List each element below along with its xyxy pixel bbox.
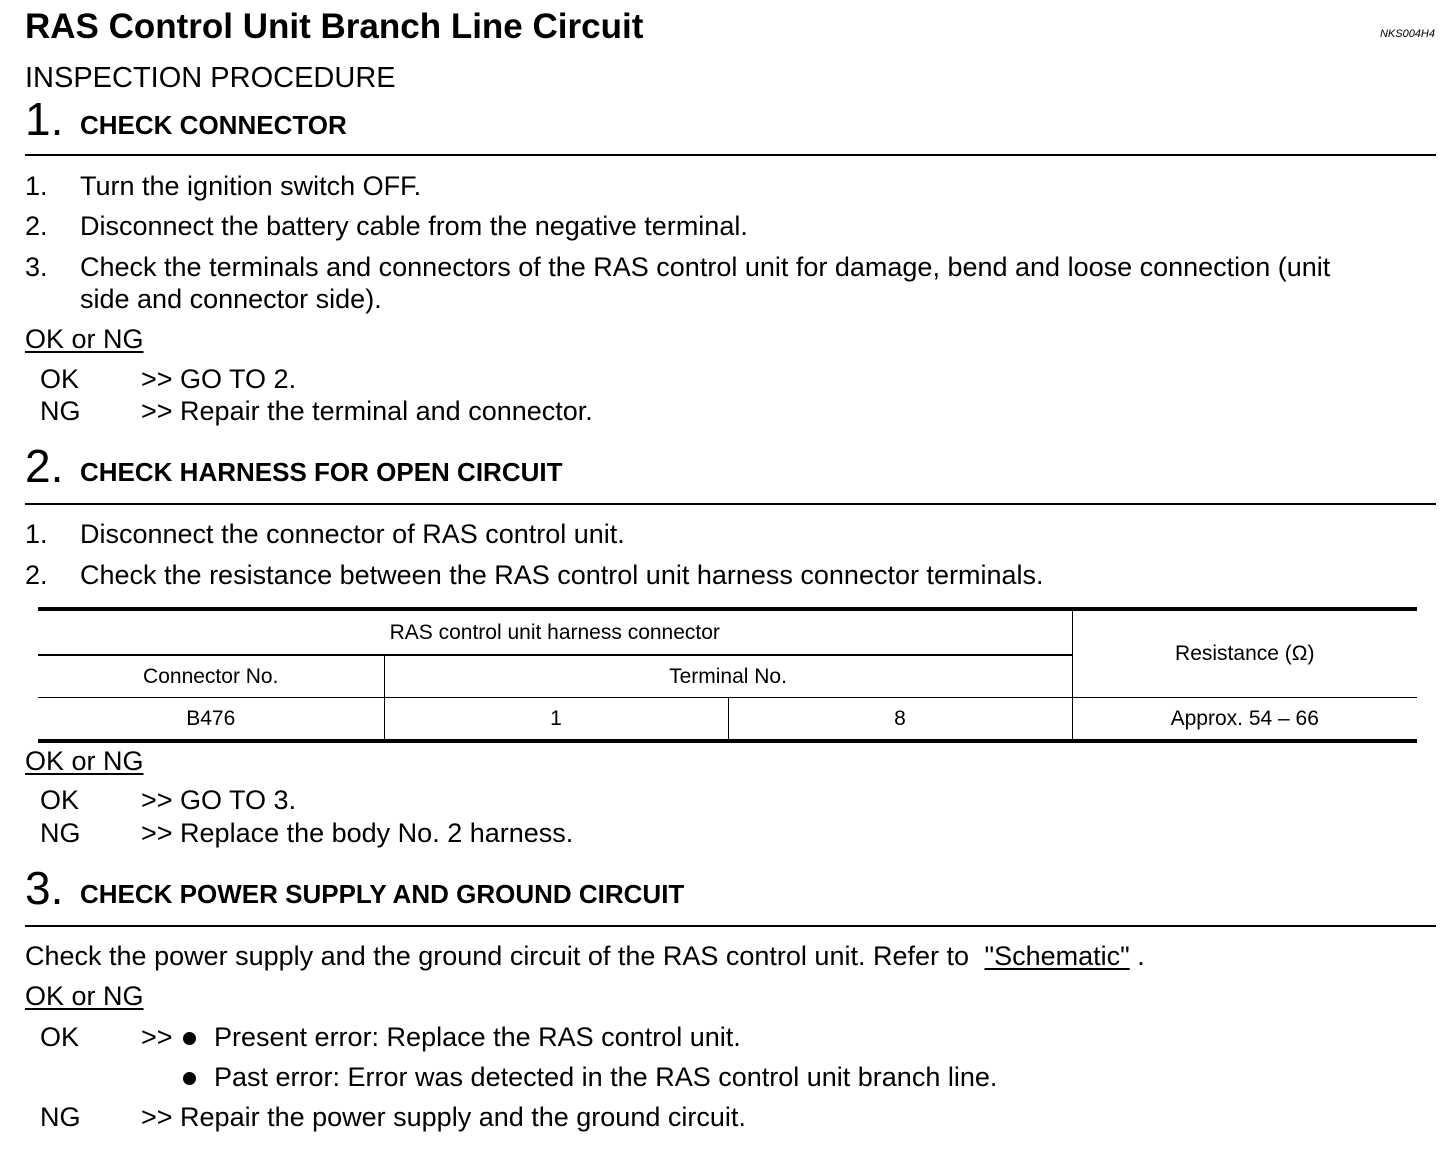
step-heading: CHECK POWER SUPPLY AND GROUND CIRCUIT bbox=[80, 879, 685, 909]
resistance-table: RAS control unit harness connector Resis… bbox=[38, 607, 1417, 743]
step-heading: CHECK CONNECTOR bbox=[80, 110, 347, 140]
ng-action: >> Repair the power supply and the groun… bbox=[141, 1102, 746, 1132]
bullet-text: Past error: Error was detected in the RA… bbox=[214, 1062, 998, 1092]
ng-action: >> Replace the body No. 2 harness. bbox=[141, 818, 574, 848]
bullet-item: Present error: Replace the RAS control u… bbox=[183, 1021, 741, 1053]
table-row: B476 1 8 Approx. 54 – 66 bbox=[38, 697, 1417, 742]
ok-prefix: >> bbox=[141, 1022, 173, 1052]
connector-cell: B476 bbox=[38, 697, 385, 742]
instruction-end: . bbox=[1129, 941, 1145, 971]
ng-label: NG bbox=[40, 396, 81, 426]
ok-or-ng-label: OK or NG bbox=[25, 981, 144, 1011]
ng-action: >> Repair the terminal and connector. bbox=[141, 396, 593, 426]
ok-action: >> GO TO 3. bbox=[141, 785, 297, 815]
list-item: Check the terminals and connectors of th… bbox=[80, 252, 1331, 282]
ok-label: OK bbox=[40, 364, 80, 394]
list-item: Disconnect the battery cable from the ne… bbox=[80, 211, 748, 241]
list-number: 1. bbox=[25, 171, 48, 201]
ok-or-ng-label: OK or NG bbox=[25, 324, 144, 354]
ok-or-ng-label: OK or NG bbox=[25, 746, 144, 776]
step-number: 1. bbox=[25, 93, 64, 145]
list-number: 1. bbox=[25, 519, 48, 549]
ng-label: NG bbox=[40, 1102, 81, 1132]
list-item-continued: side and connector side). bbox=[80, 284, 382, 314]
bullet-item: Past error: Error was detected in the RA… bbox=[183, 1061, 997, 1093]
list-item: Disconnect the connector of RAS control … bbox=[80, 519, 625, 549]
bullet-text: Present error: Replace the RAS control u… bbox=[214, 1022, 741, 1052]
step-number: 3. bbox=[25, 862, 64, 914]
instruction-body: Check the power supply and the ground ci… bbox=[25, 941, 977, 971]
page-title: RAS Control Unit Branch Line Circuit bbox=[25, 7, 644, 46]
list-item: Turn the ignition switch OFF. bbox=[80, 171, 422, 201]
terminal-header: Terminal No. bbox=[383, 654, 1072, 698]
step-heading: CHECK HARNESS FOR OPEN CIRCUIT bbox=[80, 457, 563, 487]
divider bbox=[25, 154, 1436, 156]
terminal-cell: 8 bbox=[727, 697, 1073, 742]
document-code: NKS004H4 bbox=[1379, 28, 1435, 40]
ng-label: NG bbox=[40, 818, 81, 848]
list-number: 2. bbox=[25, 211, 48, 241]
ok-action: >> GO TO 2. bbox=[141, 364, 297, 394]
ok-label: OK bbox=[40, 785, 80, 815]
divider bbox=[25, 503, 1436, 505]
group-header: RAS control unit harness connector bbox=[38, 608, 1073, 656]
section-subtitle: INSPECTION PROCEDURE bbox=[25, 62, 396, 94]
list-item: Check the resistance between the RAS con… bbox=[80, 560, 1044, 590]
resistance-cell: Approx. 54 – 66 bbox=[1071, 697, 1417, 742]
divider bbox=[25, 925, 1436, 927]
terminal-cell: 1 bbox=[383, 697, 729, 742]
list-number: 2. bbox=[25, 560, 48, 590]
connector-header: Connector No. bbox=[38, 654, 385, 698]
resistance-header: Resistance (Ω) bbox=[1071, 608, 1417, 698]
bullet-icon bbox=[183, 1032, 196, 1046]
bullet-icon bbox=[183, 1072, 196, 1086]
step-number: 2. bbox=[25, 440, 64, 492]
list-number: 3. bbox=[25, 252, 48, 282]
schematic-link[interactable]: "Schematic" bbox=[984, 941, 1130, 971]
ok-label: OK bbox=[40, 1022, 80, 1052]
instruction-text: Check the power supply and the ground ci… bbox=[25, 940, 1145, 972]
